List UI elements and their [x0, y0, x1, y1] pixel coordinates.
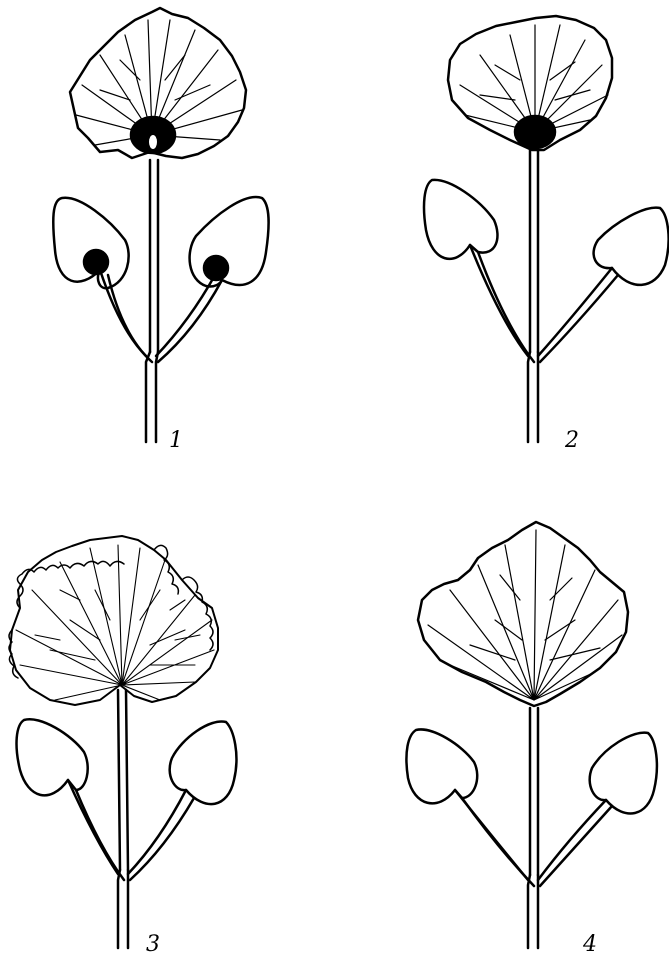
figure-4-stem [455, 708, 612, 948]
figure-4-left-stipule [406, 729, 477, 803]
figure-3-leaf-blade [10, 536, 218, 705]
figure-1-leaf-drawing [53, 8, 268, 442]
figure-1-number: 1 [169, 428, 183, 453]
figure-2-blade-base-spot [515, 116, 555, 148]
figure-1-right-stipule-spot [204, 256, 228, 280]
figure-1-stem [100, 160, 222, 442]
figure-2-leaf-drawing [424, 16, 669, 442]
figure-2-number: 2 [565, 428, 579, 453]
figure-3-left-stipule [17, 719, 88, 795]
figure-4-leaf-drawing [406, 522, 656, 948]
figure-1-right-stipule [190, 197, 269, 287]
figure-3-stem [68, 690, 194, 948]
figure-1-blade-base-hole [149, 135, 157, 149]
figure-1-left-stipule-spot [84, 250, 108, 274]
figure-2-right-stipule [594, 208, 669, 285]
figure-3-leaf-drawing [9, 536, 236, 948]
figure-3-right-stipule [170, 721, 237, 804]
figure-4-leaf-veins [428, 530, 622, 700]
figure-1-left-stipule [53, 198, 128, 289]
figure-2-stem [470, 148, 618, 442]
figure-4-number: 4 [583, 932, 597, 957]
figure-4-leaf-blade [418, 522, 628, 706]
figure-4-right-stipule [590, 733, 657, 814]
figure-3-leaf-frills [9, 545, 213, 678]
figure-3-number: 3 [146, 932, 160, 957]
figure-3-leaf-veins [16, 545, 214, 700]
figure-2-left-stipule [424, 180, 497, 259]
